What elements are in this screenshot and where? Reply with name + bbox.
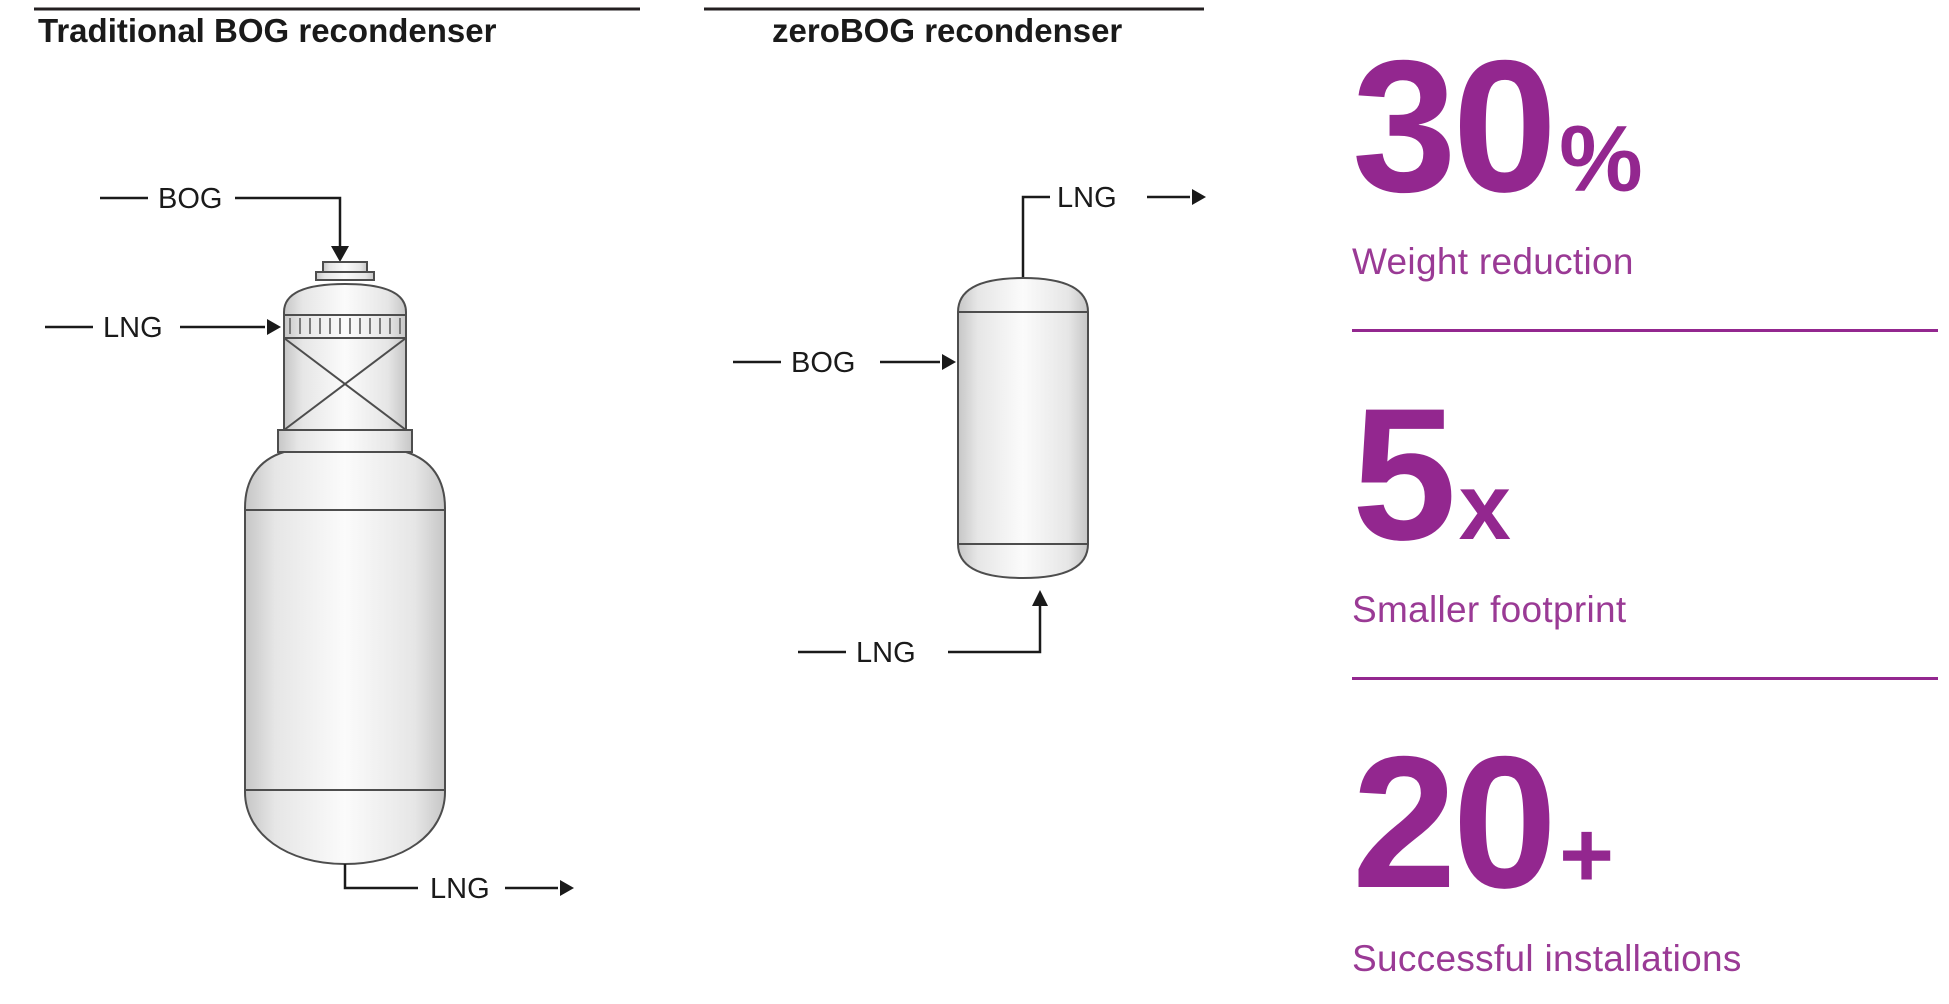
arrow-right-icon xyxy=(942,354,956,370)
stats-panel: 30% Weight reduction 5x Smaller footprin… xyxy=(1352,32,1938,980)
stat-successful-installations: 20+ Successful installations xyxy=(1352,728,1938,979)
lng-feed-label: LNG xyxy=(856,637,916,669)
arrow-up-icon xyxy=(1032,590,1048,606)
zerobog-diagram: zeroBOG recondenser LNG BOG LNG xyxy=(704,7,1206,669)
vessel-main-body xyxy=(244,451,446,866)
bog-feed-label: BOG xyxy=(791,347,855,379)
packing-cross-line-2 xyxy=(283,337,407,431)
lng-feed-pipe xyxy=(948,606,1042,654)
stat-smaller-footprint: 5x Smaller footprint xyxy=(1352,380,1938,631)
vessel-top-knob xyxy=(322,261,368,273)
bog-feed-label: BOG xyxy=(158,183,222,215)
lng-feed-label: LNG xyxy=(103,312,163,344)
arrow-down-icon xyxy=(331,246,349,262)
stat-value: 5x xyxy=(1352,380,1938,568)
traditional-title: Traditional BOG recondenser xyxy=(38,12,497,49)
recondenser-diagrams: Traditional BOG recondenser BOG LNG xyxy=(34,7,1206,905)
stat-value: 30% xyxy=(1352,32,1938,220)
vessel-body xyxy=(957,276,1089,580)
stat-number: 20 xyxy=(1352,717,1557,928)
bog-feed-pipe xyxy=(235,196,342,246)
lng-out-label: LNG xyxy=(1057,182,1117,214)
arrow-right-icon xyxy=(560,880,574,896)
stat-weight-reduction: 30% Weight reduction xyxy=(1352,32,1938,283)
stat-value: 20+ xyxy=(1352,728,1938,916)
arrow-right-icon xyxy=(267,319,281,335)
vessel-collar-flange xyxy=(277,429,413,453)
stat-suffix: % xyxy=(1559,106,1643,211)
arrow-right-icon xyxy=(1192,189,1206,205)
vessel-top-flange xyxy=(315,271,375,281)
traditional-diagram: Traditional BOG recondenser BOG LNG xyxy=(34,7,640,905)
divider xyxy=(1352,677,1938,681)
stat-number: 30 xyxy=(1352,21,1557,231)
stat-label: Smaller footprint xyxy=(1352,589,1627,631)
stat-label: Weight reduction xyxy=(1352,241,1634,283)
stat-suffix: x xyxy=(1458,454,1511,560)
stat-label: Successful installations xyxy=(1352,937,1742,979)
stat-number: 5 xyxy=(1352,369,1457,580)
zerobog-title: zeroBOG recondenser xyxy=(772,12,1122,49)
lng-out-pipe xyxy=(343,864,418,890)
lng-out-label: LNG xyxy=(430,873,490,905)
lng-out-pipe xyxy=(1021,195,1050,278)
distributor-plate-dashes xyxy=(289,318,401,334)
vessel-upper-column xyxy=(283,282,407,431)
divider xyxy=(1352,329,1938,333)
stat-suffix: + xyxy=(1559,802,1615,908)
